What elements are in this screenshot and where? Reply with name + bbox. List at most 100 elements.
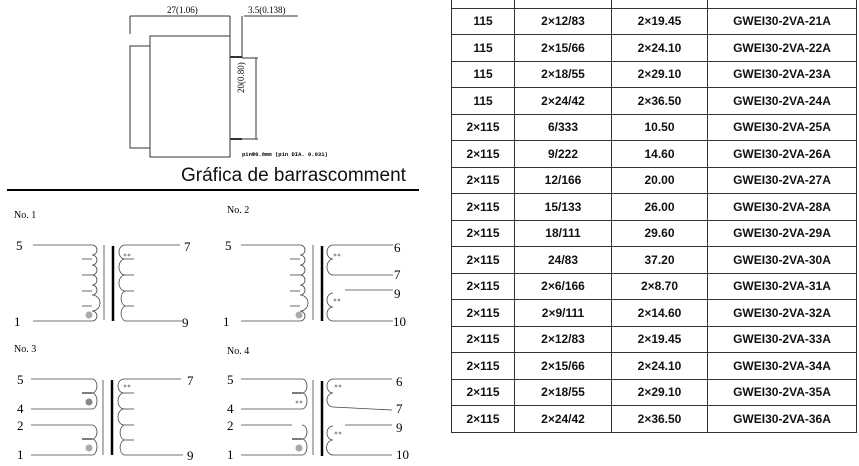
figure-caption: Gráfica de barrascomment [181, 165, 406, 186]
pin-number: 1 [223, 314, 230, 329]
secondary-voltage-cell: 2×19.45 [611, 325, 708, 353]
pin-spacing-dimension-label: 20(0.80) [236, 62, 246, 93]
pin-number: 7 [184, 239, 191, 254]
secondary-spec-cell: 12/166 [514, 166, 612, 194]
secondary-voltage-cell: 20.00 [611, 166, 708, 194]
input-voltage-cell: 115 [451, 60, 515, 88]
part-number-cell: GWEI30-2VA-32A [707, 299, 857, 327]
secondary-voltage-cell: 2×8.70 [611, 272, 708, 300]
secondary-spec-cell: 2×24/42 [514, 405, 612, 433]
part-number-cell: GWEI30-2VA-34A [707, 352, 857, 380]
secondary-voltage-cell: 10.50 [611, 113, 708, 141]
table-row [451, 0, 857, 9]
secondary-spec-cell: 18/111 [514, 219, 612, 247]
input-voltage-cell [451, 0, 515, 9]
pin-number: 7 [187, 373, 194, 388]
pin-number: 7 [394, 267, 401, 282]
secondary-spec-cell: 24/83 [514, 246, 612, 274]
part-number-cell: GWEI30-2VA-31A [707, 272, 857, 300]
pin-number: 5 [225, 238, 232, 253]
pin-diameter-note: pinΦ0.8mm (pin DIA. 0.031) [242, 151, 328, 158]
part-number-cell: GWEI30-2VA-33A [707, 325, 857, 353]
pin-number: 2 [17, 418, 24, 433]
input-voltage-cell: 2×115 [451, 272, 515, 300]
part-number-cell: GWEI30-2VA-21A [707, 7, 857, 35]
secondary-voltage-cell: 2×29.10 [611, 60, 708, 88]
part-number-cell: GWEI30-2VA-28A [707, 193, 857, 221]
pin-number: 9 [187, 448, 194, 463]
secondary-spec-cell: 2×18/55 [514, 378, 612, 406]
pin-number: 10 [393, 314, 406, 329]
pin-number: 6 [396, 374, 403, 389]
secondary-spec-cell: 2×12/83 [514, 325, 612, 353]
secondary-spec-cell: 9/222 [514, 140, 612, 168]
secondary-voltage-cell: 26.00 [611, 193, 708, 221]
input-voltage-cell: 2×115 [451, 246, 515, 274]
pin-number: 9 [396, 420, 403, 435]
secondary-spec-cell [514, 0, 612, 9]
width-dimension-label: 27(1.06) [167, 5, 198, 15]
input-voltage-cell: 115 [451, 34, 515, 62]
part-number-cell: GWEI30-2VA-24A [707, 87, 857, 115]
input-voltage-cell: 115 [451, 7, 515, 35]
secondary-spec-cell: 2×12/83 [514, 7, 612, 35]
part-number-cell: GWEI30-2VA-26A [707, 140, 857, 168]
pin-number: 9 [182, 315, 189, 330]
input-voltage-cell: 2×115 [451, 352, 515, 380]
pin-offset-dimension-label: 3.5(0.138) [248, 5, 286, 15]
secondary-voltage-cell: 2×36.50 [611, 87, 708, 115]
secondary-voltage-cell: 29.60 [611, 219, 708, 247]
pin-number: 5 [16, 238, 23, 253]
pin-number: 6 [394, 240, 401, 255]
schematic-1-label: No. 1 [14, 210, 37, 221]
pin-number: 2 [227, 418, 234, 433]
pin-number: 1 [14, 314, 21, 329]
input-voltage-cell: 2×115 [451, 405, 515, 433]
pin-number: 5 [227, 372, 234, 387]
pin-number: 9 [394, 286, 401, 301]
secondary-spec-cell: 2×24/42 [514, 87, 612, 115]
secondary-spec-cell: 15/133 [514, 193, 612, 221]
input-voltage-cell: 2×115 [451, 299, 515, 327]
pin-number: 1 [17, 447, 24, 462]
secondary-voltage-cell: 2×29.10 [611, 378, 708, 406]
input-voltage-cell: 2×115 [451, 166, 515, 194]
pin-number: 4 [17, 401, 24, 416]
secondary-voltage-cell: 2×14.60 [611, 299, 708, 327]
secondary-spec-cell: 2×15/66 [514, 34, 612, 62]
part-number-cell: GWEI30-2VA-23A [707, 60, 857, 88]
secondary-voltage-cell: 14.60 [611, 140, 708, 168]
part-number-cell [707, 0, 857, 9]
pin-number: 5 [17, 372, 24, 387]
section-divider [7, 189, 419, 191]
part-number-cell: GWEI30-2VA-25A [707, 113, 857, 141]
secondary-voltage-cell: 2×19.45 [611, 7, 708, 35]
pin-number: 1 [227, 447, 234, 462]
secondary-spec-cell: 6/333 [514, 113, 612, 141]
schematic-1-lines [33, 244, 182, 322]
part-number-cell: GWEI30-2VA-30A [707, 246, 857, 274]
secondary-voltage-cell: 37.20 [611, 246, 708, 274]
pin-number: 4 [227, 401, 234, 416]
input-voltage-cell: 2×115 [451, 140, 515, 168]
secondary-voltage-cell: 2×24.10 [611, 34, 708, 62]
secondary-spec-cell: 2×15/66 [514, 352, 612, 380]
part-number-cell: GWEI30-2VA-29A [707, 219, 857, 247]
input-voltage-cell: 2×115 [451, 378, 515, 406]
secondary-voltage-cell: 2×36.50 [611, 405, 708, 433]
part-number-cell: GWEI30-2VA-22A [707, 34, 857, 62]
input-voltage-cell: 115 [451, 87, 515, 115]
